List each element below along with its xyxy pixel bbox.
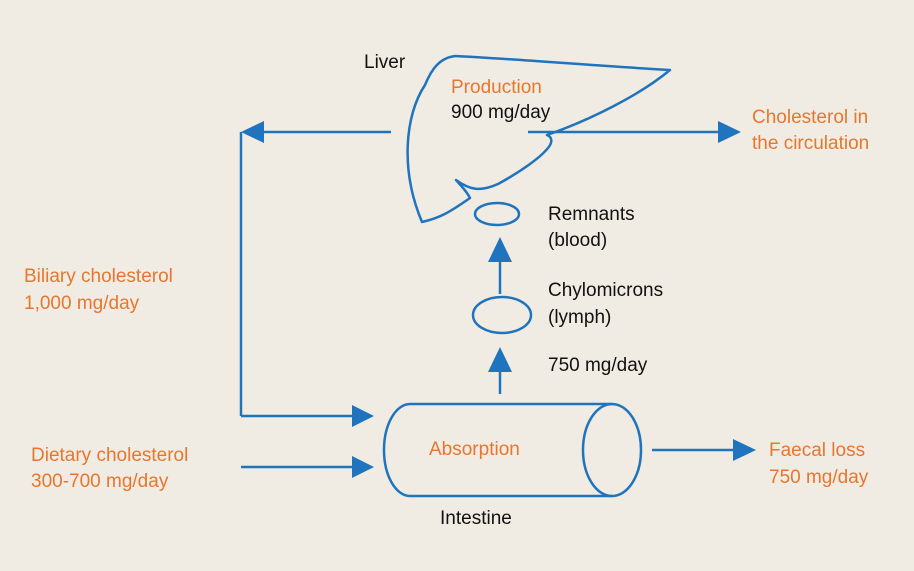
remnants-arrowhead — [488, 237, 512, 262]
chylomicrons-arrowhead — [488, 347, 512, 372]
dietary-label: Dietary cholesterol — [31, 445, 189, 466]
liver-label: Liver — [364, 52, 406, 73]
remnants-particle — [473, 201, 521, 227]
dietary-value: 300-700 mg/day — [31, 471, 169, 492]
intestine-label: Intestine — [440, 508, 512, 529]
chylomicrons-sublabel: (lymph) — [548, 307, 612, 328]
faecal-value: 750 mg/day — [769, 467, 869, 488]
absorption-label: Absorption — [429, 439, 520, 460]
remnants-sublabel: (blood) — [548, 230, 608, 251]
dietary-arrowhead — [352, 456, 374, 478]
chylomicrons-label: Chylomicrons — [548, 280, 664, 301]
production-label: Production — [451, 77, 542, 98]
remnants-label: Remnants — [548, 204, 635, 225]
circulation-arrowhead — [718, 121, 741, 143]
production-value: 900 mg/day — [451, 102, 551, 123]
biliary-left-arrowhead — [241, 121, 264, 143]
biliary-label: Biliary cholesterol — [24, 266, 173, 287]
intestine-cylinder — [382, 402, 612, 498]
biliary-value: 1,000 mg/day — [24, 293, 140, 314]
liver-outline — [406, 54, 672, 224]
circulation-label-line2: the circulation — [752, 133, 870, 154]
intestine-end-cap — [581, 402, 643, 498]
biliary-intestine-arrowhead — [352, 405, 374, 427]
absorption-rate: 750 mg/day — [548, 355, 648, 376]
faecal-label: Faecal loss — [769, 440, 866, 461]
chylomicrons-particle — [471, 295, 533, 335]
faecal-arrowhead — [733, 439, 756, 461]
circulation-label-line1: Cholesterol in — [752, 107, 869, 128]
